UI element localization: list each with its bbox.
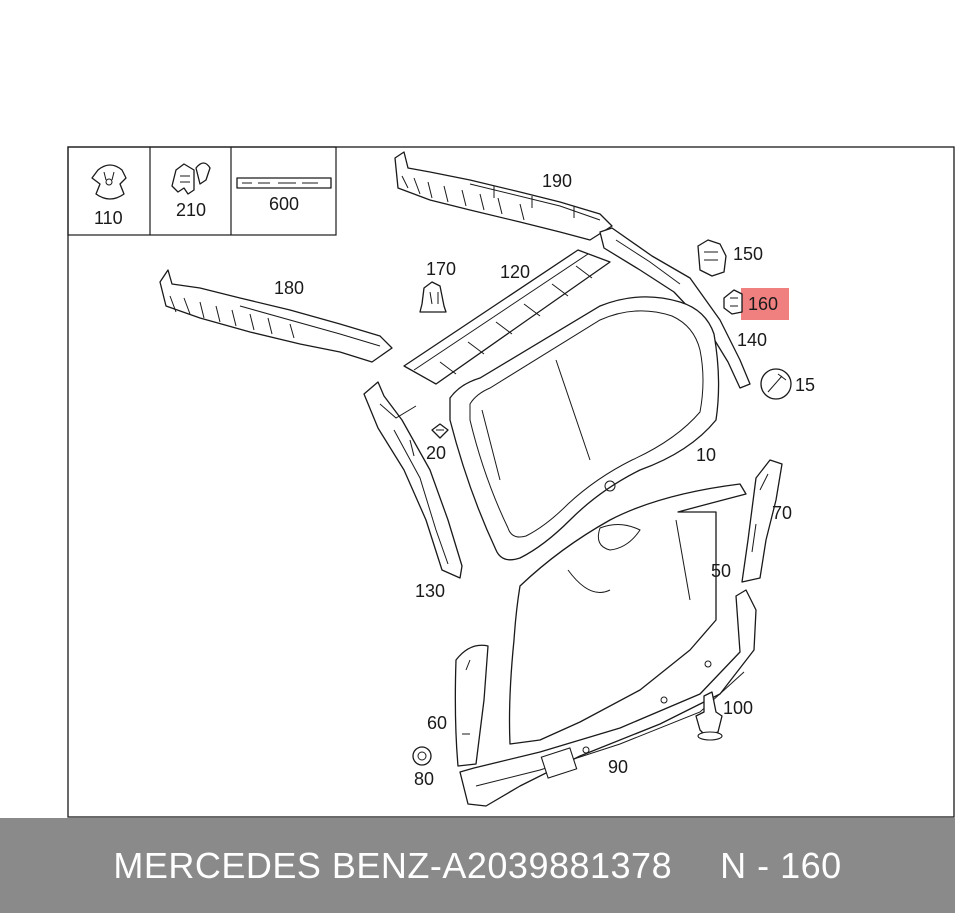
rail-190: [394, 151, 613, 241]
callout-180: 180: [274, 278, 304, 298]
callout-100: 100: [723, 698, 753, 718]
trim-90: [459, 589, 757, 807]
trim-60: [454, 644, 489, 767]
callout-20: 20: [426, 443, 446, 463]
torque-15-icon: [760, 368, 792, 400]
clip-210-icon: [171, 162, 211, 195]
callout-150: 150: [733, 244, 763, 264]
trim-140: [599, 227, 751, 389]
clip-150: [697, 239, 727, 277]
callout-50: 50: [711, 561, 731, 581]
callout-90: 90: [608, 757, 628, 777]
diagram-frame: [67, 146, 955, 818]
trim-130: [363, 381, 463, 579]
push-pin-100: [695, 691, 723, 741]
callout-70: 70: [772, 503, 792, 523]
grommet-80: [412, 746, 432, 766]
callout-80: 80: [414, 769, 434, 789]
inset-label-210: 210: [176, 200, 206, 220]
diagram-position: N - 160: [720, 844, 842, 886]
inset-boxes: [67, 146, 337, 236]
clip-110-icon: [91, 164, 127, 200]
inset-label-600: 600: [269, 194, 299, 214]
part-info-text: MERCEDES BENZ - A2039881378 N - 160: [0, 818, 955, 913]
clip-160: [723, 289, 743, 315]
callout-60: 60: [427, 713, 447, 733]
callout-15: 15: [795, 375, 815, 395]
callout-160: 160: [748, 294, 778, 314]
brand-name: MERCEDES BENZ: [113, 844, 430, 886]
callout-160-highlight: [741, 288, 789, 320]
label-strip-600-icon: [236, 177, 332, 189]
separator: -: [429, 844, 443, 886]
trim-120: [403, 249, 611, 385]
part-number: A2039881378: [442, 844, 673, 886]
rear-window-10: [449, 296, 720, 561]
clip-20: [431, 423, 449, 439]
clip-170: [419, 281, 447, 313]
trim-70: [741, 459, 783, 583]
callout-190: 190: [542, 171, 572, 191]
callout-10: 10: [696, 445, 716, 465]
part-info-banner: MERCEDES BENZ - A2039881378 N - 160: [0, 818, 955, 913]
callout-130: 130: [415, 581, 445, 601]
inset-label-110: 110: [94, 208, 123, 228]
rail-180: [159, 269, 393, 363]
callout-140: 140: [737, 330, 767, 350]
callout-170: 170: [426, 259, 456, 279]
callout-120: 120: [500, 262, 530, 282]
tailgate-50: [508, 483, 747, 745]
